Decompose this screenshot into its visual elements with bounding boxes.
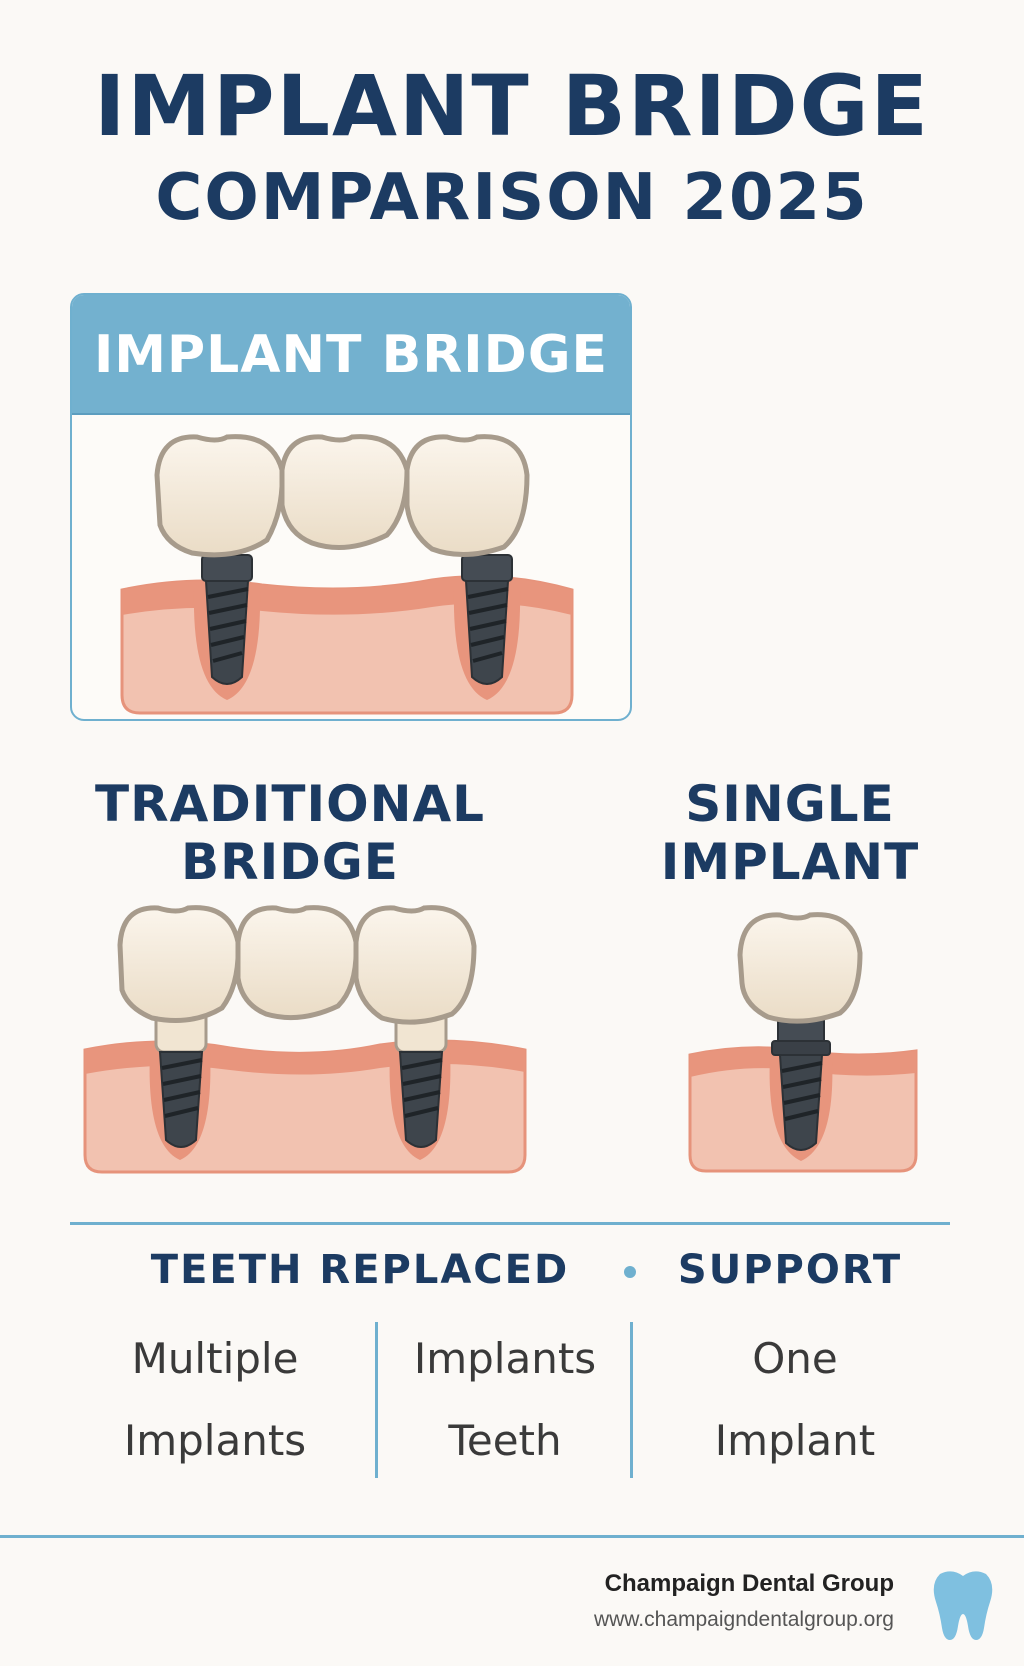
stat-value: Multiple <box>131 1334 299 1383</box>
stat-column-2: Implants Teeth <box>385 1318 625 1478</box>
traditional-bridge-illustration <box>83 905 527 1174</box>
bridge-crowns <box>117 905 477 1025</box>
footer-divider <box>0 1535 1024 1538</box>
section-divider <box>70 1222 950 1225</box>
separator-dot <box>624 1266 636 1278</box>
stat-column-1: Multiple Implants <box>95 1318 335 1478</box>
label-line: SINGLE <box>685 775 895 833</box>
label-line: TRADITIONAL <box>94 775 486 833</box>
bridge-crowns <box>154 434 530 558</box>
label-line: BRIDGE <box>181 833 399 891</box>
column-divider <box>630 1322 633 1478</box>
label-line: IMPLANT <box>660 833 920 891</box>
page-title: IMPLANT BRIDGE <box>94 57 930 155</box>
single-implant-label: SINGLE IMPLANT <box>650 775 930 891</box>
card-title: IMPLANT BRIDGE <box>93 325 609 385</box>
footer-website-link[interactable]: www.champaigndentalgroup.org <box>593 1608 894 1631</box>
stat-value: Implant <box>714 1416 876 1465</box>
implant-post <box>158 1051 204 1148</box>
implant-bridge-card: IMPLANT BRIDGE <box>70 293 632 721</box>
stat-column-3: One Implant <box>675 1318 915 1478</box>
implant-post-right <box>461 554 513 685</box>
implant-post-left <box>201 554 253 685</box>
single-implant-illustration <box>688 912 918 1173</box>
implant-bridge-illustration <box>120 434 574 715</box>
card-header <box>72 295 630 415</box>
tooth-icon <box>933 1571 993 1640</box>
stat-value: Implants <box>413 1334 597 1383</box>
stat-header-teeth-replaced: TEETH REPLACED <box>150 1247 570 1293</box>
stat-value: Teeth <box>448 1416 562 1465</box>
stat-value: Implants <box>123 1416 307 1465</box>
column-divider <box>375 1322 378 1478</box>
footer-brand-name: Champaign Dental Group <box>604 1570 894 1597</box>
implant-post <box>398 1051 444 1148</box>
single-crown <box>737 912 863 1024</box>
traditional-bridge-label: TRADITIONAL BRIDGE <box>60 775 520 891</box>
page-subtitle: COMPARISON 2025 <box>155 161 869 235</box>
stat-value: One <box>752 1334 838 1383</box>
stat-header-support: SUPPORT <box>677 1247 903 1293</box>
